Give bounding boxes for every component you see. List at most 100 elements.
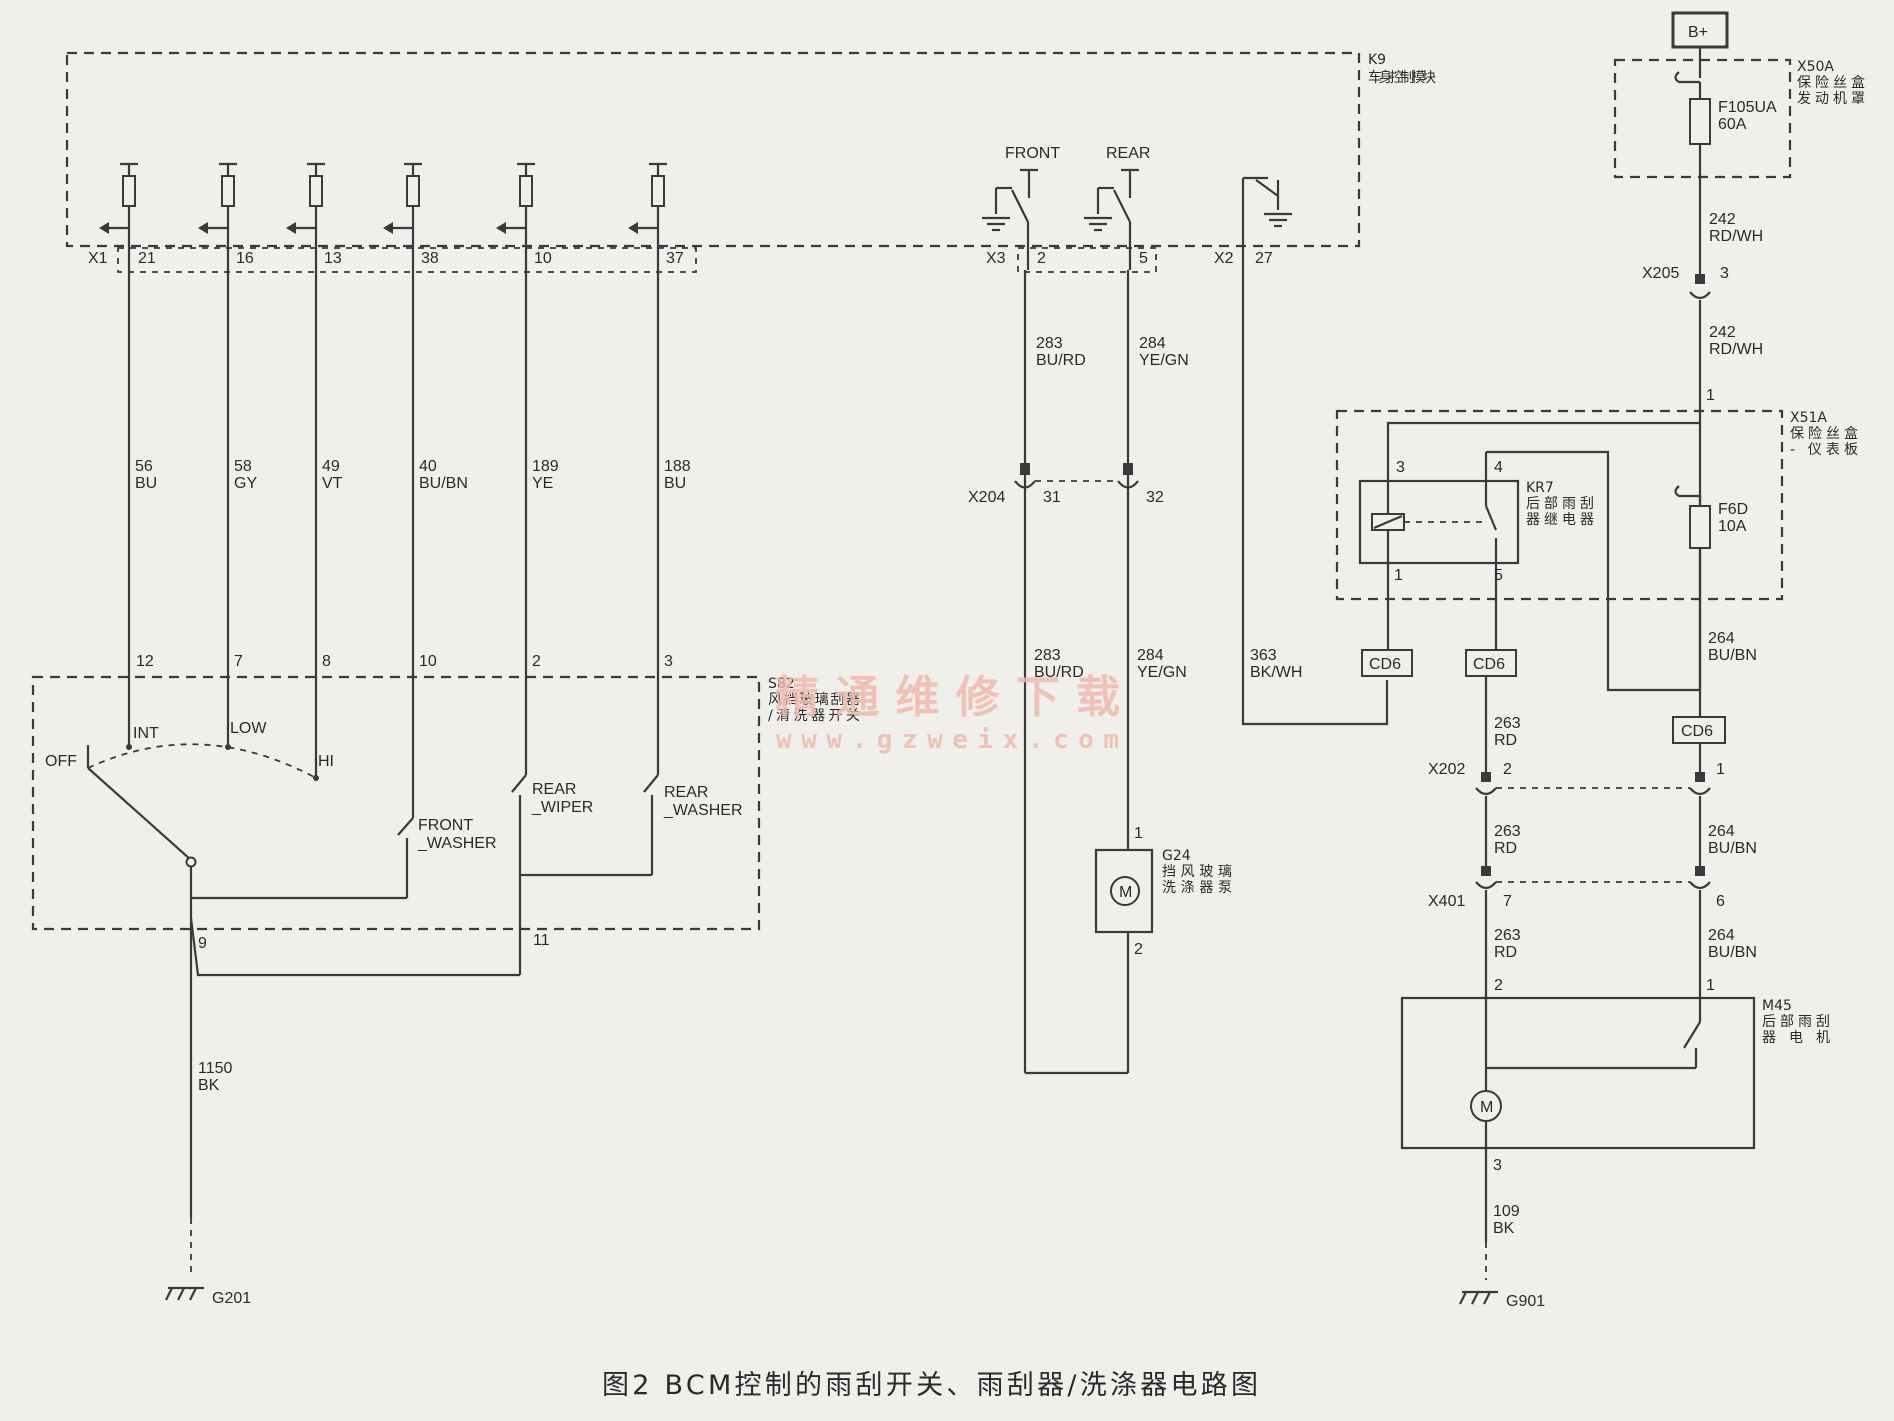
wire-label: BU/BN [1708, 840, 1757, 857]
kr7-pin: 3 [1396, 459, 1405, 476]
s82-name: 风挡玻璃刮器 [768, 691, 860, 708]
cd6-splice-3 [1672, 716, 1726, 744]
wire-label: 40 [419, 458, 437, 475]
x3-label: X3 [986, 250, 1006, 267]
wire-label: BU/RD [1036, 352, 1086, 369]
kr7-name: 后部雨刮 [1526, 496, 1594, 512]
relay-contact [1484, 452, 1498, 650]
x2-pin: 27 [1255, 250, 1273, 267]
x1-pin: 16 [236, 250, 254, 267]
x401-connector [1475, 881, 1711, 890]
x202-label: X202 [1428, 761, 1465, 778]
x202-pin: 1 [1716, 761, 1725, 778]
cd6-label: CD6 [1369, 656, 1401, 673]
kr7-name-cont: 器继电器 [1526, 512, 1594, 528]
g24-id: G24 [1162, 848, 1191, 864]
wire-label: 58 [234, 458, 252, 475]
wiper-mode-switch [86, 743, 319, 898]
fuse-f105ua-name: F105UA [1718, 99, 1777, 116]
x1-pin: 21 [138, 250, 156, 267]
switch-pos-off: OFF [45, 753, 77, 770]
m45-pin: 1 [1706, 977, 1715, 994]
switch-label-rear-washer: REAR [664, 784, 708, 801]
s82-pin: 3 [664, 653, 673, 670]
wire-label: BU [135, 475, 157, 492]
switch-pos-int: INT [133, 725, 159, 742]
wire-label: RD [1494, 840, 1517, 857]
x51a-id: X51A [1790, 410, 1827, 426]
k9-module-box [65, 51, 1361, 248]
bcm-input-21 [97, 162, 140, 236]
wire-label: BU [664, 475, 686, 492]
wire-label: RD/WH [1709, 341, 1763, 358]
s82-pin: 7 [234, 653, 243, 670]
x401-label: X401 [1428, 893, 1465, 910]
kr7-relay-box [1358, 479, 1520, 565]
bcm-x2-switch [1241, 176, 1294, 270]
wire-label: 363 [1250, 647, 1277, 664]
wire-label: RD/WH [1709, 228, 1763, 245]
ground-g901 [1458, 1290, 1500, 1306]
switch-label-rear-wiper: REAR [532, 781, 576, 798]
wire-label: BK/WH [1250, 664, 1302, 681]
m45-park-switch [1486, 998, 1702, 1070]
x204-label: X204 [968, 489, 1005, 506]
g24-pump-box [1094, 848, 1154, 934]
k9-name: 车身控制模块 [1368, 69, 1436, 86]
bcm-front-label: FRONT [1005, 145, 1060, 162]
bcm-front-switch [980, 168, 1038, 270]
kr7-id: KR7 [1526, 480, 1554, 496]
switch-label-front-washer-2: _WASHER [417, 835, 497, 852]
s82-pin: 2 [532, 653, 541, 670]
fuse-f6d-name: F6D [1718, 501, 1748, 518]
x50a-id: X50A [1797, 59, 1834, 75]
bcm-input-16 [196, 162, 239, 236]
bcm-rear-switch [1082, 168, 1139, 270]
switch-label-rear-wiper-2: _WIPER [531, 799, 593, 816]
wire-label: 283 [1036, 335, 1063, 352]
x204-connector [1014, 480, 1139, 489]
g24-name-cont: 洗涤器泵 [1162, 880, 1232, 896]
bcm-input-37 [626, 162, 669, 236]
switch-pos-low: LOW [230, 720, 267, 737]
x205-label: X205 [1642, 265, 1679, 282]
fuse-f6d [1689, 505, 1711, 549]
wire-label: BK [1493, 1220, 1515, 1237]
wire-label: RD [1494, 944, 1517, 961]
fuse-f6d-rating: 10A [1718, 518, 1747, 535]
g24-pin: 2 [1134, 941, 1143, 958]
wire-label: 109 [1493, 1203, 1520, 1220]
x1-label: X1 [88, 250, 108, 267]
s82-pin: 8 [322, 653, 331, 670]
ground-g201 [164, 1286, 206, 1302]
x51a-name: 保险丝盒 [1790, 425, 1858, 442]
cd6-splice-1 [1361, 649, 1413, 677]
x204-pin: 32 [1146, 489, 1164, 506]
x51a-name-cont: - 仪表板 [1790, 442, 1858, 458]
g24-pin: 1 [1134, 825, 1143, 842]
x50a-name-cont: 发动机罩 [1797, 91, 1865, 107]
m45-motor-symbol: M [1480, 1099, 1493, 1116]
x2-label: X2 [1214, 250, 1234, 267]
k9-id: K9 [1368, 52, 1386, 68]
wire-label: 242 [1709, 324, 1736, 341]
cd6-label: CD6 [1681, 723, 1713, 740]
x3-pin: 2 [1037, 250, 1046, 267]
kr7-pin: 5 [1494, 567, 1503, 584]
bcm-input-10 [494, 162, 537, 236]
wire-label: 263 [1494, 927, 1521, 944]
x202-connector [1475, 787, 1711, 796]
wire-label: BU/BN [419, 475, 468, 492]
bcm-rear-label: REAR [1106, 145, 1150, 162]
kr7-pin: 1 [1394, 567, 1403, 584]
x3-pin: 5 [1139, 250, 1148, 267]
bcm-input-13 [284, 162, 327, 236]
wire-label: BK [198, 1077, 220, 1094]
ground-g901-label: G901 [1506, 1293, 1545, 1310]
switch-pos-hi: HI [318, 753, 334, 770]
x401-pin: 7 [1503, 893, 1512, 910]
x50a-name: 保险丝盒 [1797, 74, 1865, 91]
figure-caption: 图2 BCM控制的雨刮开关、雨刮器/洗涤器电路图 [602, 1370, 1258, 1401]
x205-connector [1689, 291, 1711, 300]
wire-label: 283 [1034, 647, 1061, 664]
